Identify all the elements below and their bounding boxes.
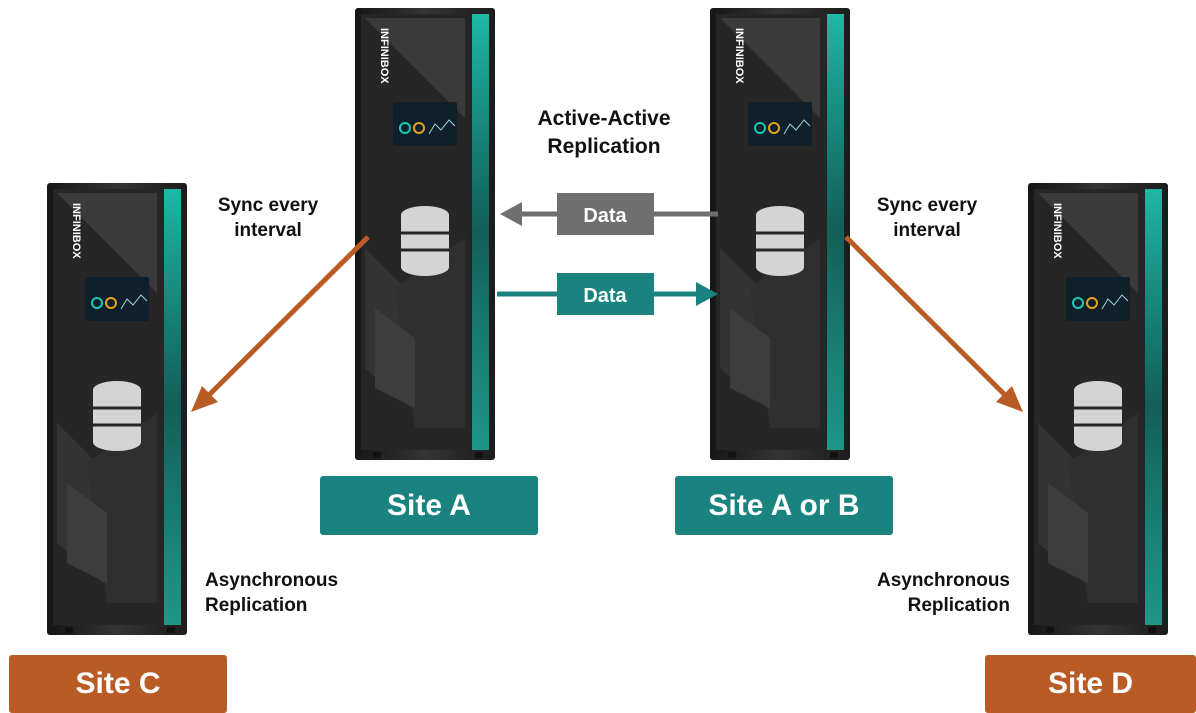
- async-replication-label-right: Asynchronous Replication: [810, 568, 1010, 618]
- site-label: Site D: [1047, 667, 1134, 700]
- rack-brand-text: INFINIBOX: [378, 28, 390, 84]
- async-replication-label-left: Asynchronous Replication: [205, 568, 405, 618]
- site-c-box: Site C: [9, 655, 227, 713]
- label-line: Asynchronous: [205, 570, 339, 591]
- label-line: interval: [893, 220, 961, 241]
- rack-site-c: INFINIBOX: [45, 181, 189, 637]
- site-label: Site A: [387, 488, 471, 522]
- rack-brand-text: INFINIBOX: [733, 28, 745, 84]
- rack-brand-text: INFINIBOX: [1051, 203, 1063, 259]
- rack-site-a: INFINIBOX: [353, 6, 497, 462]
- flow-to-site-a: Data: [500, 193, 718, 235]
- label-line: Sync every: [876, 195, 978, 216]
- rack-brand-text: INFINIBOX: [70, 203, 82, 259]
- site-label: Site A or B: [708, 488, 860, 522]
- label-line: Replication: [205, 595, 308, 616]
- active-active-label: Active-Active Replication: [514, 105, 694, 161]
- label-line: Sync every: [217, 195, 319, 216]
- sync-interval-label-right: Sync every interval: [852, 193, 1002, 243]
- async-arrow-left: [191, 235, 370, 412]
- flow-label: Data: [583, 285, 627, 307]
- site-ab-box: Site A or B: [675, 476, 893, 535]
- sync-interval-label-left: Sync every interval: [193, 193, 343, 243]
- site-label: Site C: [75, 667, 161, 700]
- label-line: Asynchronous: [876, 570, 1010, 591]
- async-arrow-right: [844, 235, 1023, 412]
- flow-label: Data: [583, 205, 627, 227]
- label-line: Replication: [547, 135, 661, 158]
- label-line: interval: [234, 220, 302, 241]
- rack-site-d: INFINIBOX: [1026, 181, 1170, 637]
- label-line: Active-Active: [537, 107, 671, 130]
- site-a-box: Site A: [320, 476, 538, 535]
- site-d-box: Site D: [985, 655, 1196, 713]
- flow-to-site-b: Data: [497, 273, 718, 315]
- label-line: Replication: [907, 595, 1010, 616]
- rack-site-ab: INFINIBOX: [708, 6, 852, 462]
